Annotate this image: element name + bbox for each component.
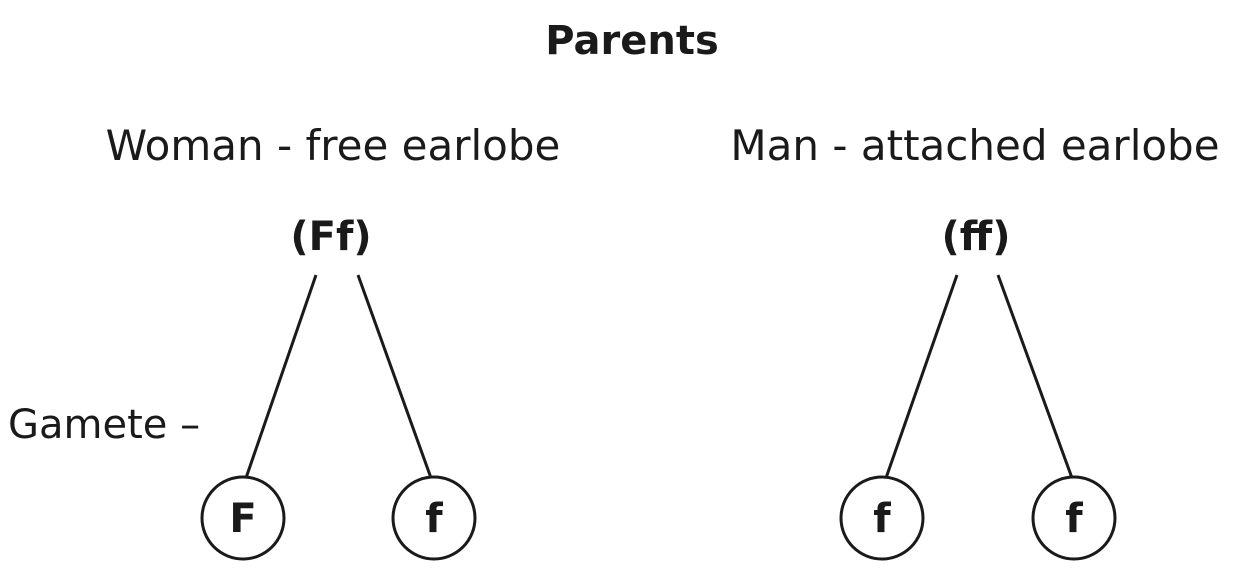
gamete-circle: F — [200, 475, 286, 561]
gamete-allele: F — [229, 496, 256, 542]
mother-genotype: (Ff) — [290, 214, 371, 260]
gamete-label: Gamete – — [8, 402, 200, 448]
mother-branch-left — [244, 274, 318, 479]
mother-label: Woman - free earlobe — [106, 121, 561, 170]
gamete-circle: f — [1031, 475, 1117, 561]
mother-branch-right — [356, 274, 433, 479]
gamete-allele: f — [1065, 496, 1083, 542]
gamete-allele: f — [873, 496, 891, 542]
father-branch-left — [884, 274, 959, 479]
gamete-circle: f — [839, 475, 925, 561]
father-genotype: (ff) — [942, 214, 1011, 260]
gamete-circle: f — [391, 475, 477, 561]
gamete-allele: f — [425, 496, 443, 542]
father-branch-right — [996, 274, 1074, 479]
father-label: Man - attached earlobe — [730, 121, 1219, 170]
diagram-title: Parents — [545, 18, 719, 64]
